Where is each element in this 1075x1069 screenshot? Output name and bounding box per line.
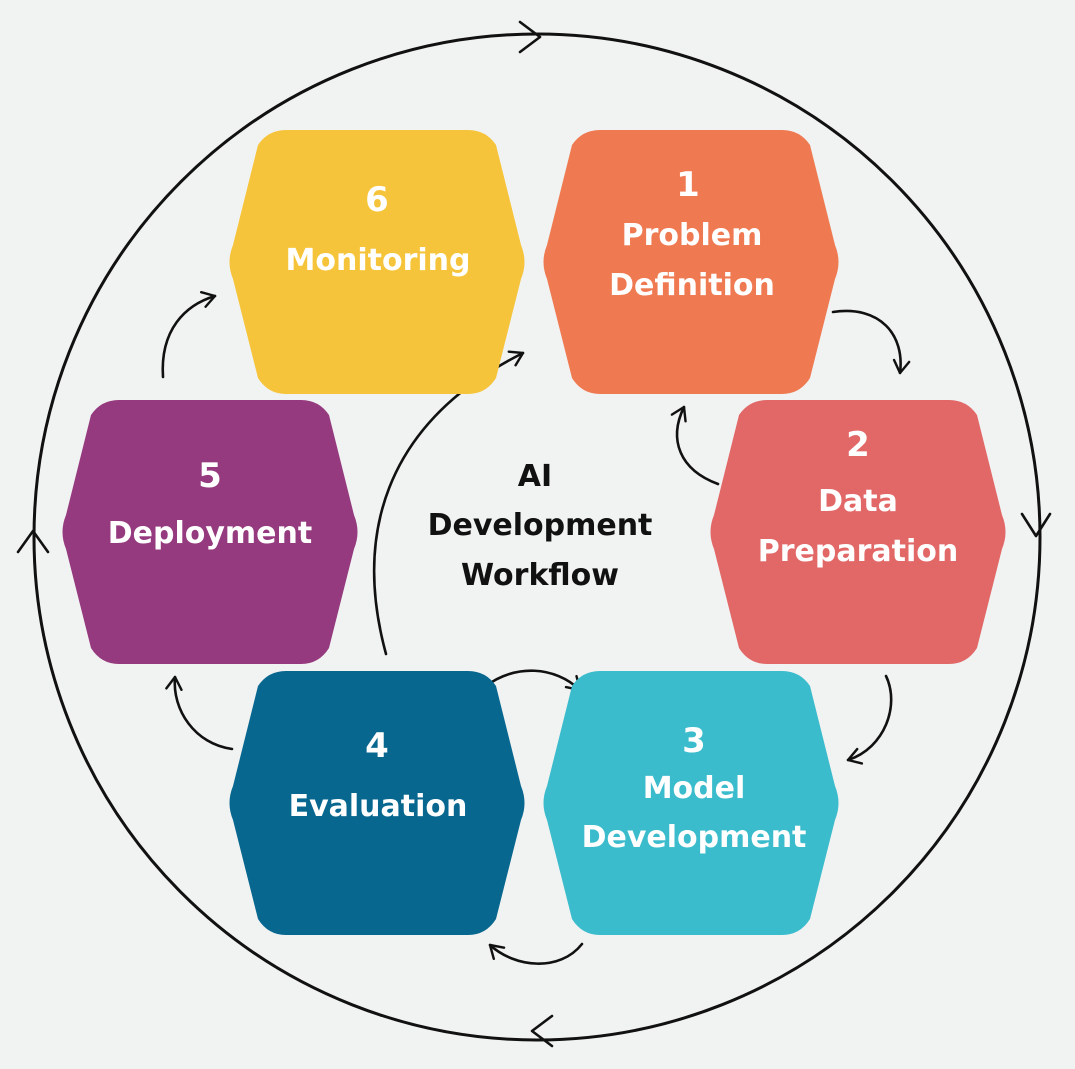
arrow-step5-to-step6 bbox=[161, 291, 217, 379]
step-4-evaluation: 4 Evaluation bbox=[229, 671, 525, 935]
step-1-hexagon bbox=[543, 130, 839, 394]
step-3-label-line-2: Development bbox=[582, 820, 807, 855]
ring-arrow-top-icon bbox=[518, 20, 542, 54]
step-4-hexagon bbox=[229, 671, 525, 935]
ring-arrow-bottom-icon bbox=[530, 1014, 554, 1048]
step-1-problem-definition: 1 Problem Definition bbox=[543, 130, 839, 394]
step-3-number: 3 bbox=[682, 721, 706, 761]
step-2-label-line-2: Preparation bbox=[758, 534, 958, 569]
step-1-label-line-1: Problem bbox=[622, 218, 763, 253]
step-2-data-preparation: 2 Data Preparation bbox=[710, 400, 1006, 664]
step-3-model-development: 3 Model Development bbox=[543, 671, 839, 935]
arrow-step4-to-step3 bbox=[484, 669, 582, 692]
step-1-label-line-2: Definition bbox=[609, 268, 775, 303]
step-6-monitoring: 6 Monitoring bbox=[229, 130, 525, 394]
step-4-number: 4 bbox=[365, 726, 389, 766]
arrow-step1-to-step2 bbox=[831, 309, 911, 375]
ring-arrow-right-icon bbox=[1020, 512, 1052, 538]
arrow-step2-to-step1 bbox=[670, 405, 720, 486]
arrow-step2-to-step3 bbox=[846, 674, 893, 765]
step-2-label-line-1: Data bbox=[818, 484, 898, 519]
arrow-step4-to-step6 bbox=[372, 350, 525, 656]
step-1-number: 1 bbox=[676, 165, 700, 205]
step-6-label-line-1: Monitoring bbox=[286, 243, 471, 278]
step-4-label-line-1: Evaluation bbox=[289, 789, 468, 824]
step-5-deployment: 5 Deployment bbox=[62, 400, 358, 664]
step-5-hexagon bbox=[62, 400, 358, 664]
step-5-label-line-1: Deployment bbox=[108, 516, 312, 551]
center-title-line-1: AI bbox=[518, 459, 552, 494]
arrow-step3-to-step4 bbox=[488, 942, 584, 965]
center-title-line-3: Workflow bbox=[461, 558, 619, 593]
step-5-number: 5 bbox=[198, 456, 222, 496]
step-3-label-line-1: Model bbox=[643, 771, 746, 806]
step-2-number: 2 bbox=[846, 425, 870, 465]
center-title: AI Development Workflow bbox=[428, 459, 653, 593]
step-2-hexagon bbox=[710, 400, 1006, 664]
step-6-hexagon bbox=[229, 130, 525, 394]
step-3-hexagon bbox=[543, 671, 839, 935]
step-6-number: 6 bbox=[365, 180, 389, 220]
center-title-line-2: Development bbox=[428, 508, 653, 543]
ring-arrow-left-icon bbox=[16, 529, 50, 554]
arrow-step4-to-step5 bbox=[165, 675, 234, 751]
